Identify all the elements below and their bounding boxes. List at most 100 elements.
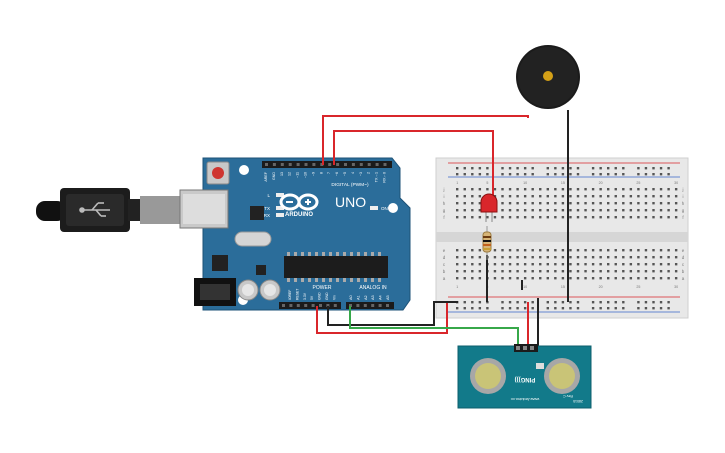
breadboard-hole[interactable] [546,209,549,212]
breadboard-hole[interactable] [456,188,459,191]
breadboard-hole[interactable] [584,256,587,259]
power-pin[interactable] [296,304,300,307]
rail-hole[interactable] [471,173,474,176]
breadboard-hole[interactable] [614,263,617,266]
rail-hole[interactable] [607,167,610,170]
rail-hole[interactable] [614,173,617,176]
breadboard-hole[interactable] [622,202,625,205]
breadboard-hole[interactable] [554,188,557,191]
analog-pin[interactable] [371,304,375,307]
breadboard-hole[interactable] [674,216,678,219]
breadboard-hole[interactable] [667,202,670,205]
breadboard-hole[interactable] [607,195,610,198]
breadboard-hole[interactable] [546,195,549,198]
rail-hole[interactable] [516,173,519,176]
digital-pin[interactable] [288,163,292,166]
breadboard-hole[interactable] [508,202,512,205]
breadboard-hole[interactable] [493,216,497,219]
breadboard-hole[interactable] [674,277,678,280]
breadboard-hole[interactable] [478,270,482,273]
breadboard-hole[interactable] [546,249,549,252]
breadboard-hole[interactable] [659,216,663,219]
rail-hole[interactable] [531,173,534,176]
piezo-buzzer[interactable] [516,45,580,109]
breadboard-hole[interactable] [584,209,587,212]
rail-hole[interactable] [456,173,459,176]
rail-hole[interactable] [554,301,557,304]
rail-hole[interactable] [531,307,534,310]
breadboard-hole[interactable] [607,216,610,219]
rail-hole[interactable] [486,173,489,176]
rail-hole[interactable] [607,173,610,176]
rail-hole[interactable] [599,167,602,170]
breadboard-hole[interactable] [644,263,648,266]
rail-hole[interactable] [501,167,504,170]
rail-hole[interactable] [456,307,459,310]
rail-hole[interactable] [599,173,602,176]
rail-hole[interactable] [531,167,534,170]
rail-hole[interactable] [576,173,580,176]
wire-red-5v[interactable] [316,302,448,334]
breadboard-hole[interactable] [569,249,572,252]
wire-green-signal[interactable] [349,306,519,346]
rail-hole[interactable] [622,301,625,304]
breadboard-hole[interactable] [478,249,482,252]
breadboard-hole[interactable] [478,277,482,280]
digital-pin[interactable] [312,163,316,166]
rail-hole[interactable] [546,167,549,170]
breadboard-hole[interactable] [659,209,663,212]
breadboard-hole[interactable] [637,256,640,259]
breadboard-hole[interactable] [629,209,633,212]
breadboard-hole[interactable] [591,209,595,212]
breadboard-hole[interactable] [644,270,648,273]
digital-pin[interactable] [359,163,363,166]
rail-hole[interactable] [659,301,663,304]
breadboard-hole[interactable] [523,277,527,280]
breadboard-hole[interactable] [478,195,482,198]
breadboard-hole[interactable] [561,202,565,205]
breadboard-hole[interactable] [667,195,670,198]
rail-hole[interactable] [561,167,565,170]
breadboard-hole[interactable] [471,277,474,280]
breadboard-hole[interactable] [471,270,474,273]
breadboard-hole[interactable] [584,270,587,273]
breadboard-hole[interactable] [599,202,602,205]
rail-hole[interactable] [471,167,474,170]
breadboard-hole[interactable] [576,249,580,252]
breadboard-hole[interactable] [546,263,549,266]
breadboard-hole[interactable] [667,277,670,280]
breadboard-hole[interactable] [531,195,534,198]
digital-header[interactable] [262,161,392,168]
breadboard-hole[interactable] [463,195,466,198]
breadboard-hole[interactable] [493,270,497,273]
breadboard-hole[interactable] [539,263,542,266]
breadboard-hole[interactable] [478,188,482,191]
breadboard-hole[interactable] [599,270,602,273]
breadboard-hole[interactable] [652,188,655,191]
breadboard-hole[interactable] [659,188,663,191]
analog-pin[interactable] [356,304,360,307]
rail-hole[interactable] [607,307,610,310]
breadboard-hole[interactable] [652,263,655,266]
digital-pin[interactable] [351,163,355,166]
breadboard-hole[interactable] [569,216,572,219]
breadboard-hole[interactable] [629,263,633,266]
breadboard-hole[interactable] [554,216,557,219]
breadboard-hole[interactable] [539,209,542,212]
breadboard-hole[interactable] [614,216,617,219]
breadboard-hole[interactable] [591,277,595,280]
rail-hole[interactable] [644,307,648,310]
analog-pin[interactable] [363,304,367,307]
breadboard-hole[interactable] [531,209,534,212]
breadboard-hole[interactable] [614,195,617,198]
rail-hole[interactable] [516,307,519,310]
rail-hole[interactable] [478,307,482,310]
breadboard-hole[interactable] [546,270,549,273]
breadboard-hole[interactable] [629,202,633,205]
rail-hole[interactable] [659,307,663,310]
breadboard-hole[interactable] [591,263,595,266]
breadboard-hole[interactable] [652,216,655,219]
breadboard-hole[interactable] [523,188,527,191]
breadboard-hole[interactable] [539,188,542,191]
